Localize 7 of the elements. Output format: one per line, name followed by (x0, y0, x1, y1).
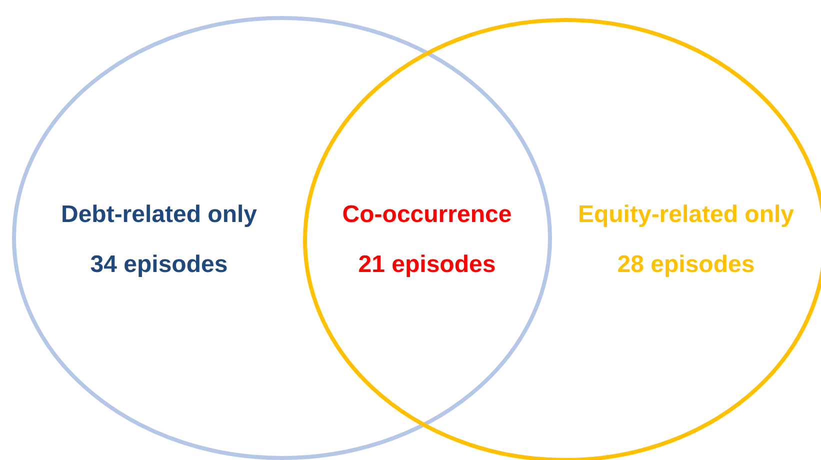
heading-text: Equity-related only (578, 201, 794, 229)
overlap-count-text: 21 episodes (358, 251, 496, 279)
venn-circle (12, 16, 552, 460)
overlap-heading-text: Co-occurrence (342, 201, 512, 229)
count-text: 28 episodes (617, 251, 755, 279)
heading-text: Debt-related only (60, 201, 258, 229)
count-text: 34 episodes (90, 251, 228, 279)
